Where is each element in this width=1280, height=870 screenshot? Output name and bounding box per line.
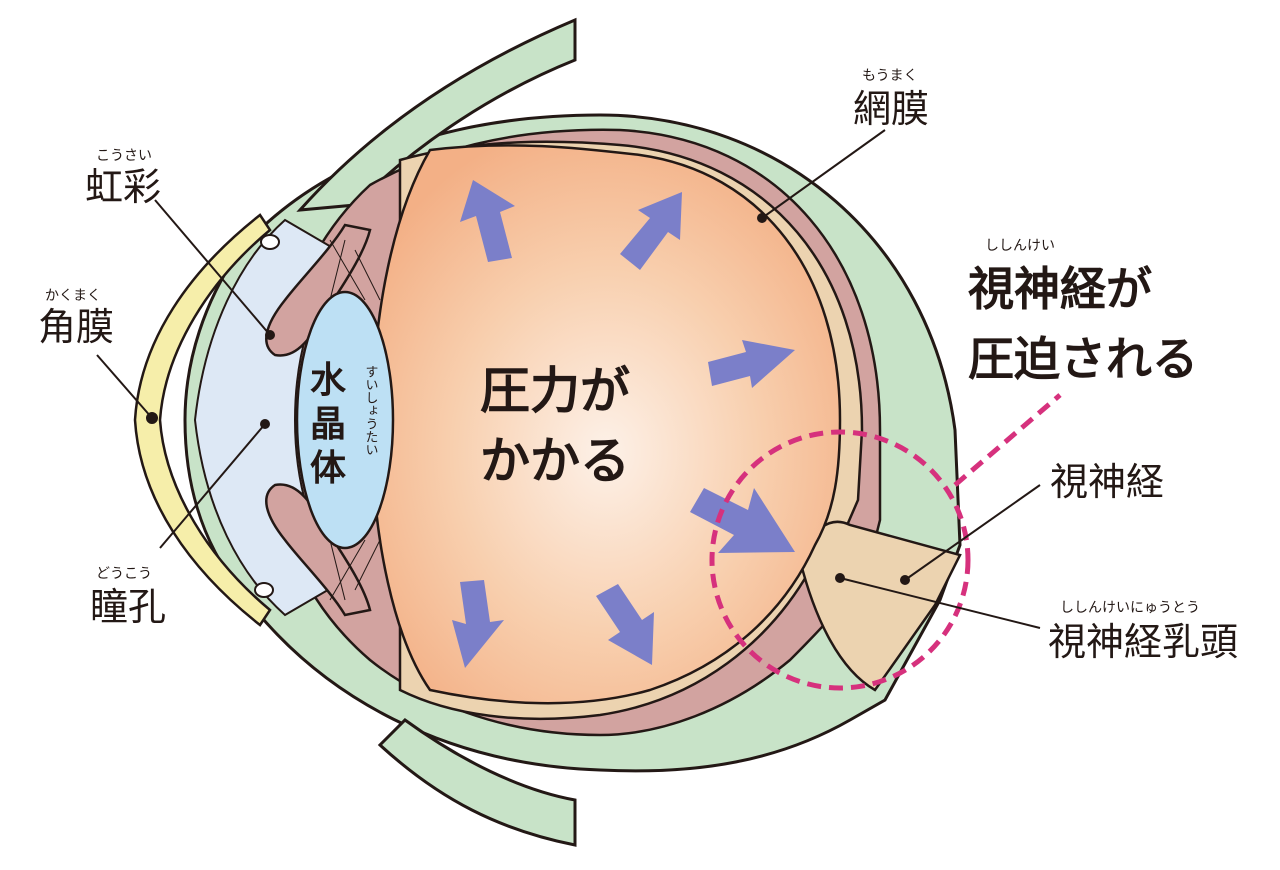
retina-ruby: もうまく	[862, 68, 918, 84]
arrow-up-right	[620, 192, 682, 270]
retina-label: 網膜	[853, 87, 929, 131]
optic-disc-label: 視神経乳頭	[1048, 620, 1238, 664]
arrow-down-right	[596, 584, 654, 665]
iris-lower	[265, 483, 372, 617]
zonule-fibers	[329, 239, 381, 601]
cornea	[133, 213, 272, 627]
iris-ruby: こうさい	[96, 148, 152, 164]
ciliary-marker-upper	[260, 234, 280, 250]
arrow-lower-right	[690, 488, 795, 553]
optic-nerve-label: 視神経	[1050, 460, 1164, 504]
lens-label-char2: 晶	[310, 404, 346, 445]
cornea-label: 角膜	[38, 305, 114, 349]
lens-ruby: すいしょうたい	[363, 365, 378, 456]
optic-disc-ruby: ししんけいにゅうとう	[1060, 600, 1200, 616]
compressed-label-line1: 視神経が	[968, 262, 1152, 316]
lens	[295, 290, 395, 550]
arrow-right	[708, 340, 795, 388]
arrow-up-left	[460, 180, 515, 262]
compressed-label-line2: 圧迫される	[968, 332, 1198, 386]
upper-eyelid	[296, 17, 577, 212]
iris-upper	[265, 223, 372, 357]
highlight-leader	[953, 393, 1062, 487]
cornea-ruby: かくまく	[45, 288, 101, 304]
pupil-ruby: どうこう	[96, 566, 152, 582]
highlight-circle	[709, 429, 971, 691]
ciliary-marker-lower	[254, 582, 274, 598]
arrow-down-left	[452, 580, 504, 668]
pressure-arrows	[452, 180, 795, 668]
lens-label-char1: 水	[310, 360, 347, 401]
compressed-ruby: ししんけい	[985, 238, 1055, 254]
pressure-label-line1: 圧力が	[480, 362, 630, 420]
pupil-label: 瞳孔	[90, 585, 166, 629]
iris-label: 虹彩	[85, 165, 161, 209]
pressure-label-line2: かかる	[480, 432, 630, 490]
lens-label-char3: 体	[310, 448, 346, 489]
lower-eyelid	[377, 718, 577, 847]
leader-lines	[96, 129, 1041, 629]
